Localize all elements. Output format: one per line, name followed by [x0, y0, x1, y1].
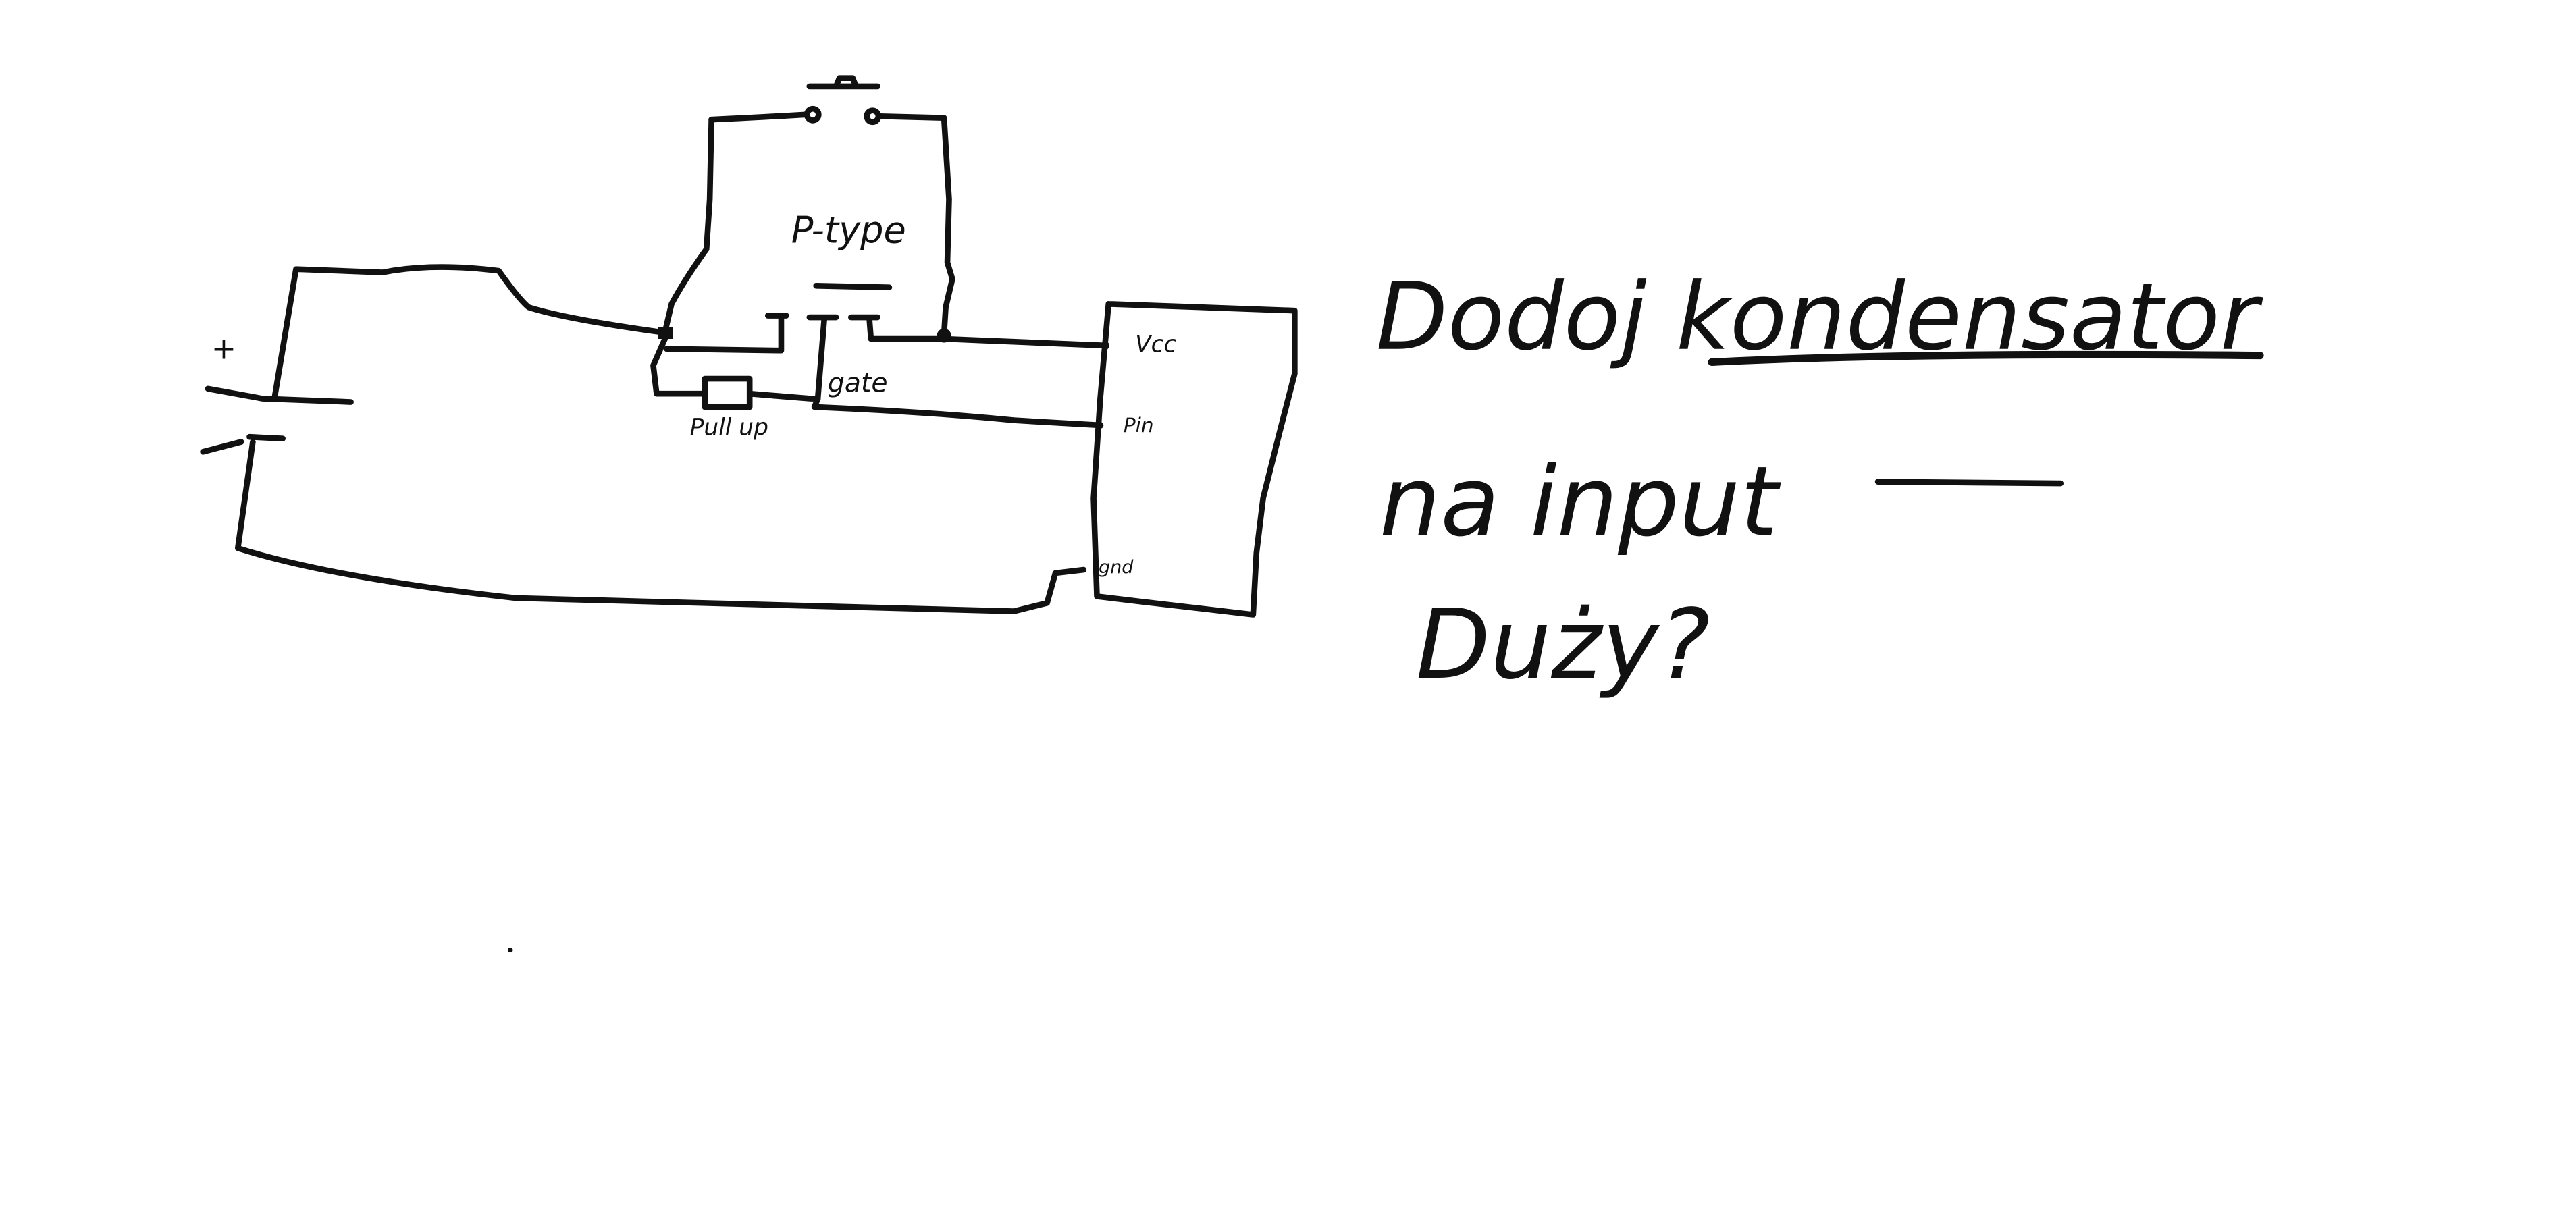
- transistor-gate-lead: [806, 314, 839, 402]
- push-button: [708, 75, 947, 126]
- wire-drain-to-vcc: [941, 335, 1109, 349]
- wire-battery-negative: [234, 439, 1087, 614]
- pull-up-resistor: Pull up: [650, 335, 821, 441]
- button-wire-right: [876, 113, 947, 122]
- ptype-label: P-type: [791, 209, 906, 251]
- wire-battery-positive: [271, 264, 665, 402]
- battery-plus-label: +: [211, 332, 236, 367]
- pullup-label: Pull up: [690, 414, 768, 441]
- pullup-wire-right: [746, 390, 821, 402]
- vcc-label: Vcc: [1135, 331, 1176, 358]
- pin-label: Pin: [1124, 414, 1154, 437]
- button-wire-left: [708, 111, 810, 123]
- note-underline-stroke: [1708, 350, 2264, 366]
- transistor-drain-lead: [848, 314, 945, 342]
- battery-negative-plate: [200, 433, 286, 455]
- wire-loop-right: [941, 115, 955, 337]
- note-line-3: Duży?: [1416, 589, 1710, 701]
- mcu-outline: [1090, 301, 1298, 618]
- battery-symbol: +: [200, 332, 354, 455]
- junction-dot-left: [658, 327, 674, 340]
- pullup-wire-down: [650, 335, 708, 397]
- battery-positive-plate: [205, 385, 354, 405]
- p-type-transistor: P-type: [663, 209, 945, 402]
- note-line-2: na input: [1379, 446, 1781, 558]
- gnd-label: gnd: [1099, 557, 1134, 578]
- pullup-resistor-body: [702, 375, 753, 410]
- gate-label: gate: [828, 368, 888, 399]
- button-cap: [806, 75, 880, 90]
- wire-gate-to-pin: [811, 396, 1103, 429]
- transistor-channel-bar: [813, 282, 893, 291]
- transistor-source-lead: [663, 313, 789, 354]
- microcontroller-box: Vcc Pin gnd: [1090, 301, 1298, 618]
- handwritten-note: Dodoj kondensator na input Duży?: [1376, 263, 2264, 701]
- wire-loop-left: [662, 116, 714, 335]
- note-crossbar-stroke: [1874, 479, 2064, 487]
- stray-ink-dot: [508, 947, 513, 953]
